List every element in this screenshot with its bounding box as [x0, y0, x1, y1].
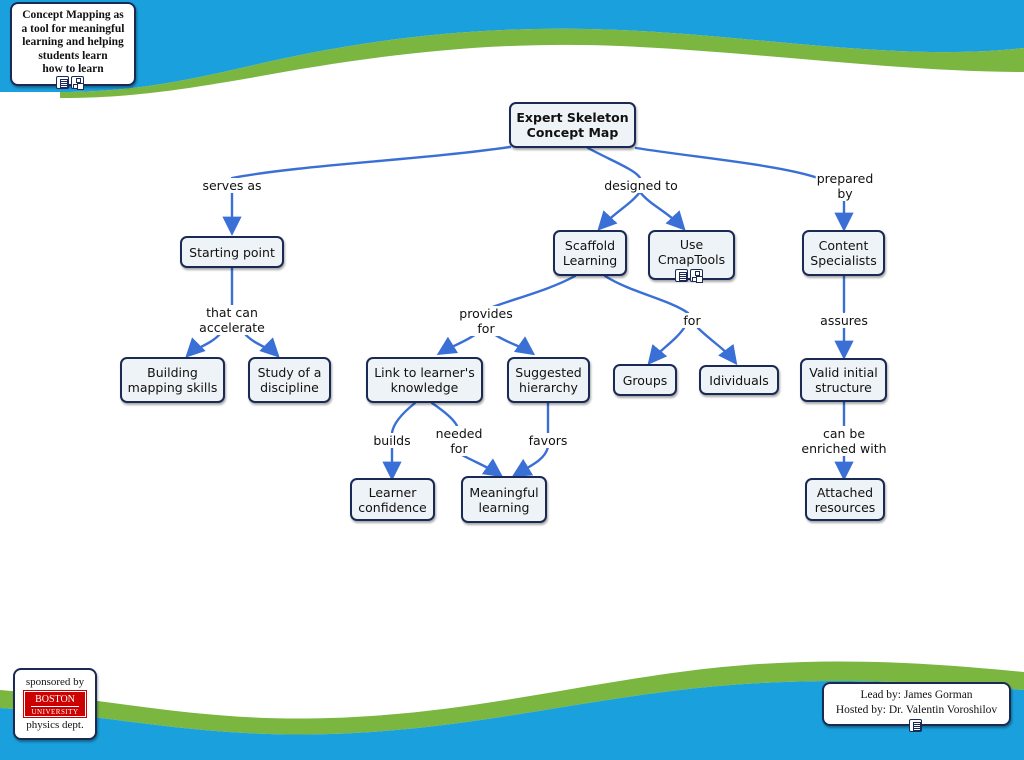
- connector-favors-meaningful: [511, 445, 550, 477]
- link-assures: assures: [819, 313, 869, 328]
- connector-link-builds: [390, 401, 417, 435]
- link-favors: favors: [527, 433, 569, 448]
- link-can-be-enriched-with: can be enriched with: [800, 426, 888, 456]
- connector-accelerate-building: [185, 332, 222, 358]
- link-needed-for: needed for: [434, 426, 484, 456]
- link-serves-as: serves as: [201, 178, 263, 193]
- logo-bottom-text: UNIVERSITY: [31, 706, 79, 716]
- logo-top-text: BOSTON: [35, 694, 75, 705]
- link-prepared-by: prepared by: [815, 171, 875, 201]
- link-that-can-accelerate: that can accelerate: [198, 305, 266, 335]
- connector-accelerate-study: [243, 332, 280, 358]
- concept-learner-confidence[interactable]: Learner confidence: [350, 478, 435, 521]
- resource-doc-icon[interactable]: [909, 719, 922, 732]
- top-green-wave: [60, 28, 1024, 98]
- bottom-green-wave: [0, 661, 1024, 735]
- connector-provides-link: [436, 332, 478, 356]
- connector-for-groups: [647, 326, 686, 365]
- boston-university-logo: BOSTON UNIVERSITY: [23, 690, 87, 718]
- concept-study-of-a-discipline[interactable]: Study of a discipline: [248, 357, 331, 403]
- cmap-icon[interactable]: [71, 76, 84, 89]
- concept-content-specialists[interactable]: Content Specialists: [802, 230, 885, 276]
- connector-root-designed-to: [586, 146, 642, 180]
- concept-groups[interactable]: Groups: [613, 364, 677, 396]
- concept-building-mapping-skills[interactable]: Building mapping skills: [120, 357, 225, 403]
- cmaptools-resource-icons: [675, 269, 703, 282]
- resource-doc-icon[interactable]: [675, 269, 688, 282]
- connector-designed-to-scaffold: [597, 190, 642, 231]
- concept-starting-point[interactable]: Starting point: [180, 236, 284, 268]
- root-concept[interactable]: Expert Skeleton Concept Map: [509, 102, 636, 148]
- concept-link-to-learners-knowledge[interactable]: Link to learner's knowledge: [366, 357, 483, 403]
- top-blue-wave: [0, 0, 1024, 92]
- link-designed-to: designed to: [603, 178, 679, 193]
- sponsor-dept: physics dept.: [26, 719, 84, 731]
- bottom-blue-wave: [0, 680, 1024, 760]
- connector-provides-hierarchy: [492, 332, 536, 356]
- connector-for-idividuals: [696, 326, 738, 366]
- connector-scaffold-for: [603, 274, 690, 315]
- link-builds: builds: [372, 433, 412, 448]
- concept-idividuals[interactable]: Idividuals: [699, 365, 779, 395]
- credits-resource-icons: [909, 719, 922, 732]
- concept-suggested-hierarchy[interactable]: Suggested hierarchy: [507, 357, 590, 403]
- connector-link-needed: [430, 401, 460, 430]
- concept-scaffold-learning[interactable]: Scaffold Learning: [553, 230, 627, 276]
- cmap-icon[interactable]: [690, 269, 703, 282]
- concept-attached-resources[interactable]: Attached resources: [805, 478, 885, 521]
- sponsor-box[interactable]: sponsored by BOSTON UNIVERSITY physics d…: [13, 668, 97, 740]
- title-resource-icons: [56, 76, 84, 89]
- concept-valid-initial-structure[interactable]: Valid initial structure: [800, 358, 887, 402]
- link-for: for: [682, 313, 702, 328]
- credits-hosted: Hosted by: Dr. Valentin Voroshilov: [835, 704, 998, 716]
- title-box[interactable]: Concept Mapping as a tool for meaningful…: [10, 2, 136, 86]
- link-provides-for: provides for: [458, 306, 514, 336]
- connector-scaffold-provides: [488, 274, 577, 310]
- credits-lead: Lead by: James Gorman: [860, 689, 973, 701]
- connector-root-prepared-by: [634, 146, 820, 180]
- sponsor-text: sponsored by: [25, 676, 85, 688]
- concept-meaningful-learning[interactable]: Meaningful learning: [461, 476, 547, 523]
- connector-root-serves-as: [230, 145, 512, 180]
- credits-box[interactable]: Lead by: James Gorman Hosted by: Dr. Val…: [822, 682, 1011, 726]
- resource-doc-icon[interactable]: [56, 76, 69, 89]
- connector-needed-meaningful: [460, 453, 504, 478]
- connector-designed-to-cmaptools: [638, 190, 686, 231]
